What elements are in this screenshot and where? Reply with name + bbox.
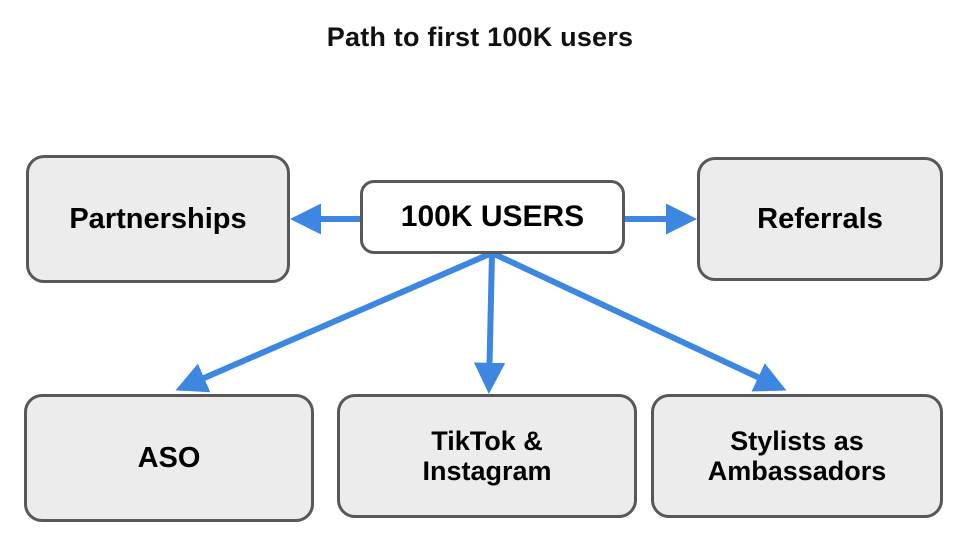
node-center-100k-users[interactable]: 100K USERS (360, 180, 625, 254)
node-center-label: 100K USERS (400, 200, 585, 234)
node-tiktok-instagram[interactable]: TikTok &Instagram (337, 394, 637, 518)
edge-center-to-aso (175, 250, 494, 393)
node-tiktok-instagram-label: TikTok &Instagram (422, 425, 552, 486)
node-referrals-label: Referrals (757, 202, 883, 235)
node-partnerships-label: Partnerships (69, 202, 247, 235)
node-aso[interactable]: ASO (24, 394, 314, 522)
node-referrals[interactable]: Referrals (697, 157, 943, 281)
page-title: Path to first 100K users (326, 22, 634, 52)
edge-center-to-stylists (490, 250, 787, 392)
node-aso-label: ASO (137, 441, 201, 474)
node-partnerships[interactable]: Partnerships (26, 155, 290, 283)
edge-center-to-tiktok (473, 252, 506, 394)
